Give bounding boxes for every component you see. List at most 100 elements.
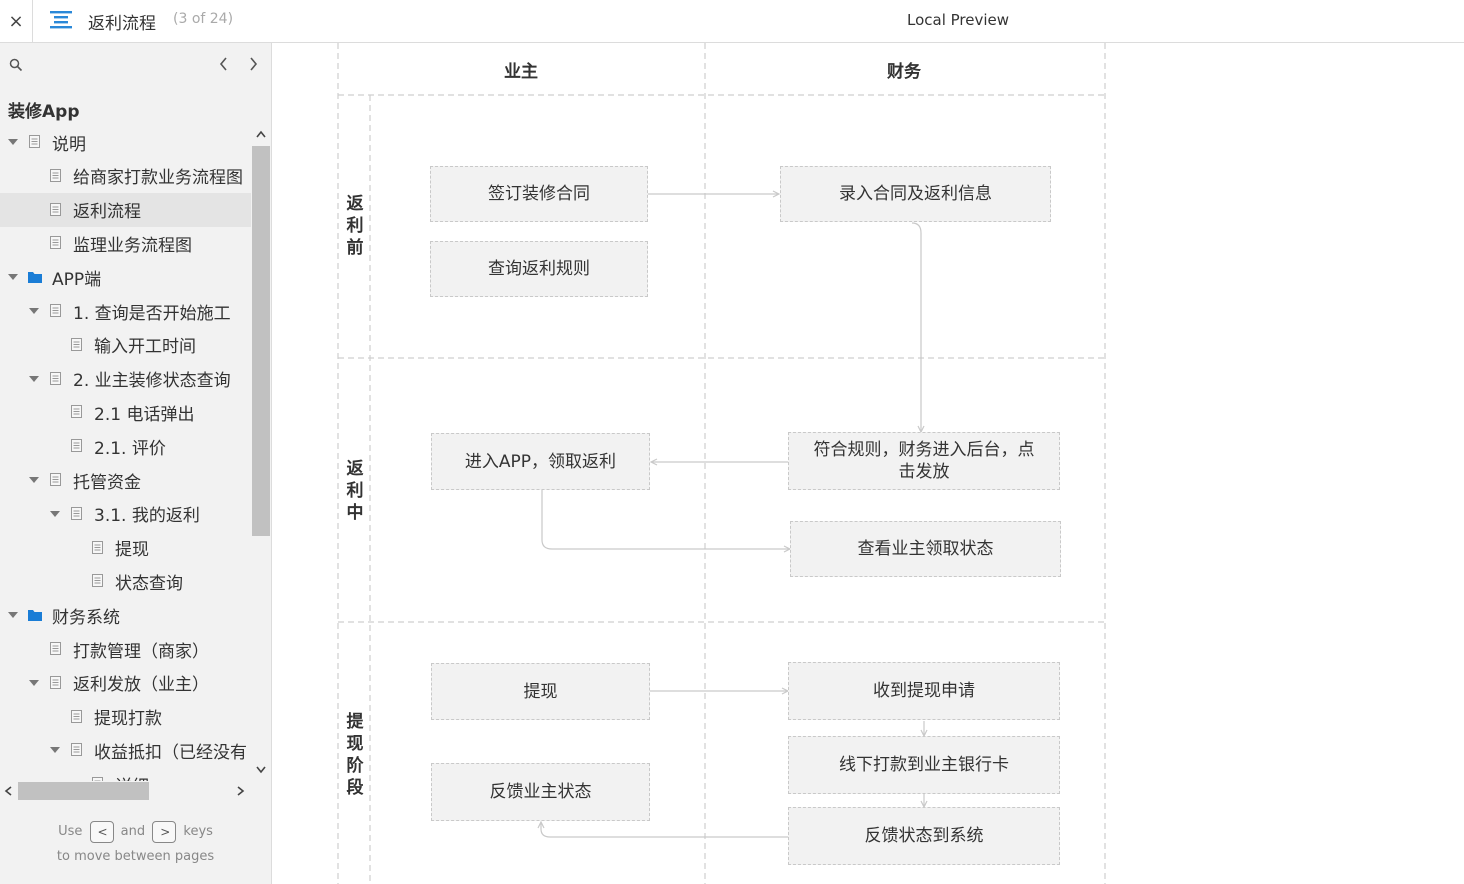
left-key-label: < [97,824,108,839]
search-row [0,43,271,85]
tree-item[interactable]: 详细 [0,767,251,781]
node-check-status[interactable]: 查看业主领取状态 [790,521,1061,577]
node-receive-request[interactable]: 收到提现申请 [788,662,1060,720]
tree-item[interactable]: 1. 查询是否开始施工 [0,294,251,328]
hint-text-line2: to move between pages [56,849,215,864]
tree-item[interactable]: 财务系统 [0,598,251,632]
tree-item[interactable]: 返利发放（业主） [0,666,251,700]
top-bar: × 返利流程 (3 of 24) Local Preview [0,0,1464,43]
tree-item[interactable]: 输入开工时间 [0,328,251,362]
next-page-icon[interactable] [245,55,261,73]
lane-header-finance: 财务 [887,62,921,82]
node-sign-contract[interactable]: 签订装修合同 [430,166,648,222]
hint-text-use: Use [58,824,83,839]
node-feedback-system[interactable]: 反馈状态到系统 [788,807,1060,865]
expand-arrow-icon[interactable] [29,476,39,484]
search-icon[interactable] [9,58,23,72]
tree-item[interactable]: 说明 [0,125,251,159]
sidebar: 装修App 说明给商家打款业务流程图返利流程监理业务流程图 APP端 1. 查询是否… [0,43,272,884]
tree-item[interactable]: 提现 [0,531,251,565]
hint-text-and: and [120,824,146,839]
document-icon [50,371,61,385]
tree-item[interactable]: 3.1. 我的返利 [0,497,251,531]
document-icon [92,777,103,781]
tree-item-label: 提现打款 [94,709,162,730]
scroll-left-icon[interactable] [3,785,13,797]
document-icon [71,439,82,453]
tree-item[interactable]: 2.1 电话弹出 [0,395,251,429]
node-enter-contract[interactable]: 录入合同及返利信息 [780,166,1051,222]
tree-item-label: 2. 业主装修状态查询 [73,371,231,392]
expand-arrow-icon[interactable] [50,510,60,518]
tree-item-label: 2.1. 评价 [94,438,166,459]
scroll-right-icon[interactable] [236,785,246,797]
node-withdraw[interactable]: 提现 [431,663,650,720]
outline-menu-icon[interactable] [50,10,72,30]
phase-during: 返利中 [346,459,364,523]
expand-arrow-icon[interactable] [8,611,18,619]
expand-arrow-icon[interactable] [29,679,39,687]
tree-item[interactable]: 给商家打款业务流程图 [0,159,251,193]
expand-arrow-icon[interactable] [8,138,18,146]
project-title: 装修App [8,102,80,122]
tree-item-label: 状态查询 [115,573,183,594]
tree-item-label: 返利发放（业主） [73,675,209,696]
document-icon [92,540,103,554]
document-icon [29,135,40,148]
tree-item-label: 1. 查询是否开始施工 [73,303,231,324]
lane-header-owner: 业主 [504,62,538,82]
tree-item-label: 给商家打款业务流程图 [73,168,243,189]
scroll-down-icon[interactable] [255,765,267,775]
page-title: 返利流程 [88,14,156,34]
node-finance-issue[interactable]: 符合规则，财务进入后台，点击发放 [788,432,1060,490]
close-button[interactable]: × [0,0,33,42]
document-icon [71,506,82,520]
vertical-scroll-thumb[interactable] [252,146,270,536]
tree-item[interactable]: 2.1. 评价 [0,429,251,463]
tree-item-label: 输入开工时间 [94,337,196,358]
phase-before: 返利前 [346,194,364,258]
tree-item-label: 详细 [115,772,149,781]
previous-page-icon[interactable] [216,55,232,73]
tree-item[interactable]: 提现打款 [0,700,251,734]
tree-item[interactable]: 收益抵扣（已经没有 [0,733,251,767]
hint-text-keys: keys [183,824,213,839]
tree-item-label: APP端 [52,269,102,290]
tree-item[interactable]: APP端 [0,260,251,294]
horizontal-scroll-thumb[interactable] [18,782,149,800]
folder-icon [28,272,42,284]
scroll-up-icon[interactable] [255,129,267,139]
tree-item[interactable]: 托管资金 [0,463,251,497]
document-icon [50,473,61,486]
tree-item-label: 监理业务流程图 [73,235,192,256]
document-icon [71,743,82,757]
node-query-rules[interactable]: 查询返利规则 [430,241,648,297]
tree-item[interactable]: 2. 业主装修状态查询 [0,362,251,396]
node-offline-pay[interactable]: 线下打款到业主银行卡 [788,736,1060,794]
page-count: (3 of 24) [173,11,234,27]
expand-arrow-icon[interactable] [50,746,60,754]
left-key-icon: < [89,820,114,843]
tree-item-label: 2.1 电话弹出 [94,404,195,425]
tree-item-label: 收益抵扣（已经没有 [94,742,247,763]
swimlane-lines [337,43,1106,884]
expand-arrow-icon[interactable] [29,307,39,315]
document-icon [71,337,82,351]
tree-item[interactable]: 返利流程 [0,192,251,227]
document-icon [50,304,61,317]
document-icon [50,675,61,689]
expand-arrow-icon[interactable] [29,375,39,383]
tree-item[interactable]: 状态查询 [0,564,251,598]
expand-arrow-icon[interactable] [8,273,18,281]
tree-item-label: 返利流程 [73,202,141,223]
tree-item[interactable]: 监理业务流程图 [0,226,251,260]
tree-item[interactable]: 打款管理（商家） [0,632,251,666]
document-icon [92,574,103,588]
node-enter-app[interactable]: 进入APP，领取返利 [431,433,650,490]
preview-title: Local Preview [907,11,1010,29]
node-feedback-owner[interactable]: 反馈业主状态 [431,763,650,821]
document-icon [50,642,61,655]
document-icon [71,405,82,419]
page-tree: 说明给商家打款业务流程图返利流程监理业务流程图 APP端 1. 查询是否开始施工输入… [0,125,251,781]
right-key-label: > [160,824,171,839]
